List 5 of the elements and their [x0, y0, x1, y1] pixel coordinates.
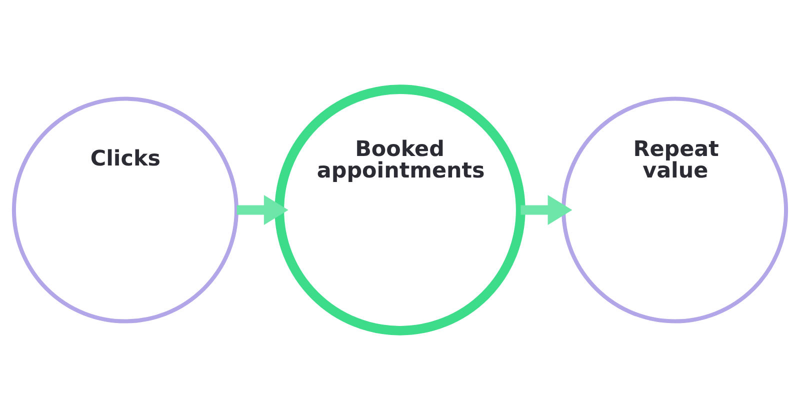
node-circle: Booked appointments — [274, 84, 526, 336]
node-circle: Clicks — [12, 96, 238, 324]
arrow — [520, 195, 572, 225]
node-circle: Repeat value — [562, 96, 788, 324]
arrow — [236, 195, 288, 225]
